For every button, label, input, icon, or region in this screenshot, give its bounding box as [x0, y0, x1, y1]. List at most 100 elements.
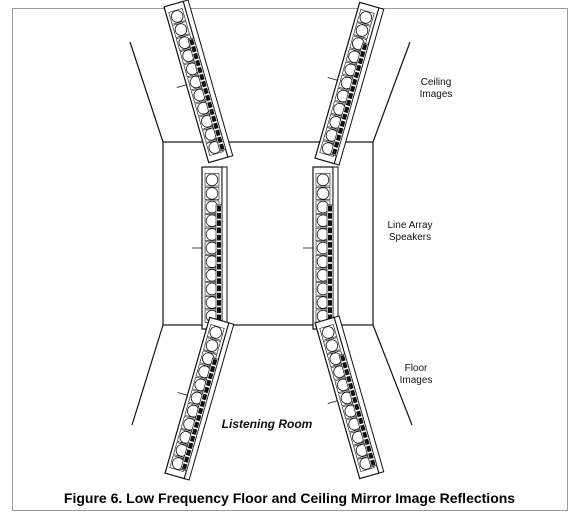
tweeter — [368, 452, 374, 460]
tweeter — [207, 101, 213, 109]
floor-edge-right — [372, 324, 413, 426]
tweeter — [348, 382, 354, 390]
tweeter — [189, 38, 195, 46]
tweeter — [328, 314, 332, 321]
tweeter — [346, 375, 352, 383]
tweeter — [207, 372, 214, 380]
tweeter — [217, 285, 221, 292]
tweeter — [217, 300, 221, 306]
tweeter — [201, 393, 208, 401]
floor-images-label-line1: Floor — [404, 363, 428, 374]
tweeter — [340, 354, 346, 362]
floor-images-label: Floor Images — [388, 363, 444, 387]
woofer-frame — [315, 186, 331, 200]
tweeter — [211, 115, 217, 123]
woofer-cone — [174, 23, 188, 36]
tweeter — [217, 213, 221, 219]
tweeter — [217, 263, 221, 270]
tweeter — [209, 365, 216, 373]
room-outline — [129, 41, 413, 426]
tweeter — [341, 113, 348, 121]
tweeter — [201, 80, 207, 88]
tweeter — [191, 428, 198, 436]
woofer-frame — [319, 324, 338, 341]
tweeter — [328, 213, 332, 219]
ceiling-edge-right — [372, 41, 411, 143]
tweeter — [343, 106, 350, 114]
line-array-speaker-left — [192, 166, 228, 330]
woofer-cone — [325, 339, 339, 352]
floor-edge-left — [131, 324, 164, 426]
tweeter — [328, 278, 332, 284]
tweeter — [193, 421, 200, 429]
tweeter — [199, 400, 206, 408]
tweeter-strip — [338, 353, 378, 468]
tweeter — [191, 45, 197, 53]
tweeter — [328, 300, 332, 306]
tweeter — [185, 449, 192, 456]
tweeter — [344, 368, 350, 376]
tweeter — [187, 442, 194, 449]
speaker-axis-tick — [327, 77, 338, 81]
floor-images-label-line2: Images — [399, 375, 433, 386]
tweeter-strip — [187, 37, 227, 152]
ceiling-image-speaker-right — [314, 1, 385, 166]
woofer-cone — [205, 173, 219, 187]
tweeter — [197, 407, 204, 415]
woofer-cone — [359, 11, 373, 24]
line-array-speakers-label: Line Array Speakers — [380, 220, 440, 244]
speaker-cabinet-side — [221, 166, 228, 330]
speaker-axis-tick — [327, 400, 338, 404]
line-array-speaker-right — [303, 166, 339, 330]
ceiling-images-label-line1: Ceiling — [420, 77, 452, 88]
tweeter — [217, 220, 221, 226]
tweeter — [360, 424, 366, 432]
tweeter — [337, 127, 344, 134]
tweeter — [328, 205, 332, 212]
tweeter — [203, 87, 209, 95]
tweeter — [359, 50, 366, 58]
tweeter — [364, 438, 370, 446]
tweeter — [219, 143, 225, 151]
tweeter — [217, 292, 221, 299]
tweeter — [335, 134, 342, 141]
tweeter — [328, 292, 332, 299]
tweeter — [203, 386, 210, 394]
tweeter — [352, 396, 358, 404]
tweeter — [195, 59, 201, 67]
tweeter — [217, 205, 221, 212]
tweeter — [351, 78, 358, 86]
tweeter — [189, 435, 196, 443]
figure-caption: Figure 6. Low Frequency Floor and Ceilin… — [63, 490, 516, 506]
tweeter — [328, 242, 332, 248]
tweeter — [328, 256, 332, 263]
tweeter — [342, 361, 348, 369]
tweeter — [205, 379, 212, 387]
tweeter — [217, 256, 221, 263]
woofer-cone — [205, 339, 219, 352]
woofer-cone — [316, 187, 330, 200]
tweeter — [209, 108, 215, 116]
tweeter — [181, 463, 188, 470]
speaker-group — [163, 0, 385, 481]
ceiling-images-label-line2: Images — [419, 89, 453, 100]
tweeter — [345, 99, 352, 107]
tweeter — [197, 66, 203, 74]
tweeter — [195, 414, 202, 422]
figure-frame — [12, 8, 568, 511]
tweeter — [328, 227, 332, 234]
tweeter — [328, 249, 332, 255]
tweeter — [205, 94, 211, 102]
woofer-frame — [204, 186, 220, 200]
tweeter — [217, 249, 221, 255]
tweeter — [217, 314, 221, 321]
woofer-cone — [170, 10, 184, 23]
tweeter — [353, 71, 360, 79]
tweeter-strip — [180, 357, 219, 472]
tweeter — [328, 307, 332, 313]
tweeter — [357, 57, 364, 65]
tweeter — [328, 271, 332, 277]
tweeter — [199, 73, 205, 81]
tweeter — [366, 445, 372, 453]
